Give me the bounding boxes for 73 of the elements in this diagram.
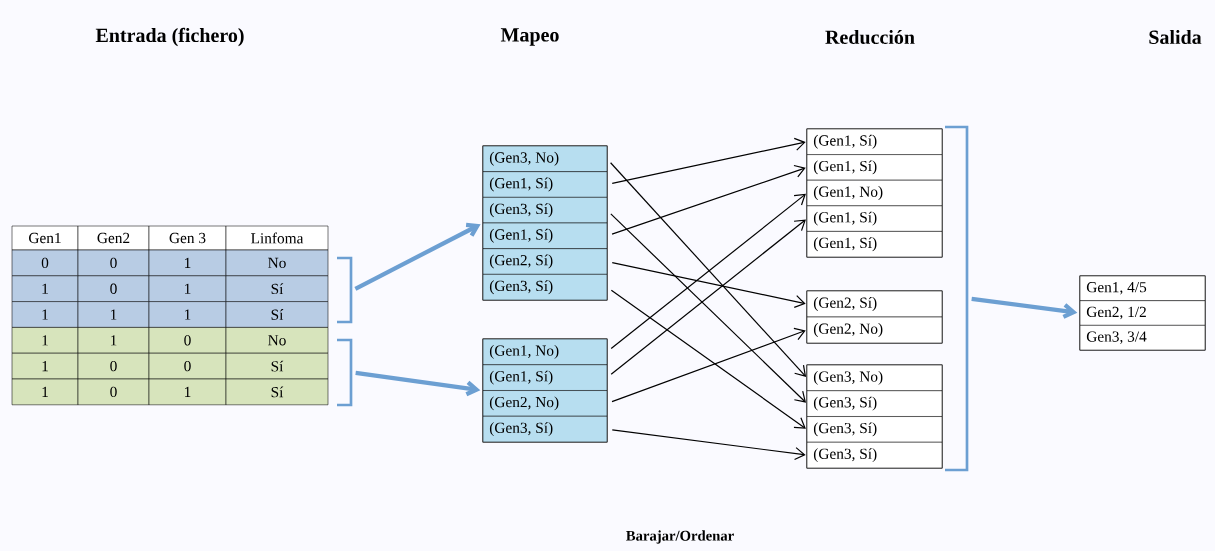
- arrow: [971, 296, 1078, 319]
- table-cell: Sí: [225, 378, 329, 406]
- table-cell: 1: [11, 352, 79, 380]
- cell: (Gen3, Sí): [482, 274, 608, 301]
- cell: (Gen3, Sí): [482, 415, 608, 443]
- cell: (Gen3, Sí): [806, 441, 943, 469]
- table-cell: 0: [77, 352, 150, 380]
- caption: Barajar/Ordenar: [626, 530, 734, 544]
- table-cell: No: [225, 327, 329, 354]
- cell: (Gen3, Sí): [482, 197, 608, 224]
- cell: Gen3, 3/4: [1079, 325, 1206, 351]
- table-cell: 0: [148, 327, 227, 354]
- cell: (Gen2, No): [806, 316, 943, 344]
- table-cell: 1: [148, 378, 227, 406]
- arrow: [354, 222, 481, 291]
- column-heading: Entrada (fichero): [95, 27, 244, 47]
- table-cell: Sí: [225, 352, 329, 380]
- cell: (Gen2, Sí): [482, 248, 608, 275]
- table-cell: Gen1: [11, 225, 79, 251]
- cell: (Gen1, No): [482, 338, 608, 366]
- bracket: [337, 256, 353, 324]
- column-heading: Mapeo: [500, 28, 559, 46]
- cell: (Gen1, Sí): [482, 364, 608, 391]
- column-heading: Salida: [1149, 30, 1202, 45]
- arrow: [610, 289, 806, 429]
- cell: (Gen1, Sí): [806, 128, 943, 155]
- table-cell: 1: [148, 275, 227, 302]
- table-cell: 0: [11, 249, 79, 277]
- arrow: [610, 193, 806, 350]
- cell: (Gen3, Sí): [806, 416, 943, 443]
- arrow: [355, 370, 481, 397]
- column-heading: Reducción: [825, 29, 915, 45]
- table-cell: 1: [11, 378, 79, 406]
- table-cell: 1: [148, 301, 227, 328]
- bracket: [337, 338, 353, 407]
- cell: Gen1, 4/5: [1079, 275, 1206, 301]
- table-cell: Linfoma: [225, 225, 329, 251]
- arrow: [611, 327, 806, 403]
- table-cell: 1: [11, 301, 79, 328]
- table-cell: Gen2: [77, 225, 150, 251]
- table-cell: 1: [11, 275, 79, 302]
- cell: (Gen2, No): [482, 390, 608, 417]
- arrow: [610, 219, 806, 375]
- arrow: [611, 164, 806, 235]
- table-cell: Sí: [225, 301, 329, 328]
- table-cell: 1: [148, 249, 227, 277]
- table-cell: 1: [77, 301, 150, 328]
- arrow: [611, 262, 806, 309]
- table-cell: 0: [148, 352, 227, 380]
- cell: (Gen1, Sí): [806, 231, 943, 258]
- table-cell: 0: [77, 275, 150, 302]
- arrow: [611, 429, 806, 461]
- table-cell: 0: [77, 249, 150, 277]
- table-cell: No: [225, 249, 329, 277]
- cell: (Gen3, No): [482, 145, 608, 172]
- cell: (Gen1, Sí): [482, 171, 608, 198]
- table-cell: Sí: [225, 275, 329, 302]
- cell: (Gen1, Sí): [482, 222, 608, 249]
- arrow: [611, 137, 806, 184]
- cell: (Gen3, No): [806, 364, 943, 392]
- cell: (Gen1, No): [806, 179, 943, 207]
- arrow: [610, 162, 807, 377]
- arrow: [610, 213, 807, 403]
- bracket: [945, 125, 969, 472]
- table-cell: Gen 3: [148, 225, 227, 251]
- table-cell: 0: [77, 378, 150, 406]
- cell: (Gen1, Sí): [806, 205, 943, 232]
- cell: (Gen1, Sí): [806, 154, 943, 181]
- cell: (Gen3, Sí): [806, 390, 943, 417]
- cell: Gen2, 1/2: [1079, 300, 1206, 326]
- table-cell: 1: [11, 327, 79, 354]
- cell: (Gen2, Sí): [806, 290, 943, 318]
- table-cell: 1: [77, 327, 150, 354]
